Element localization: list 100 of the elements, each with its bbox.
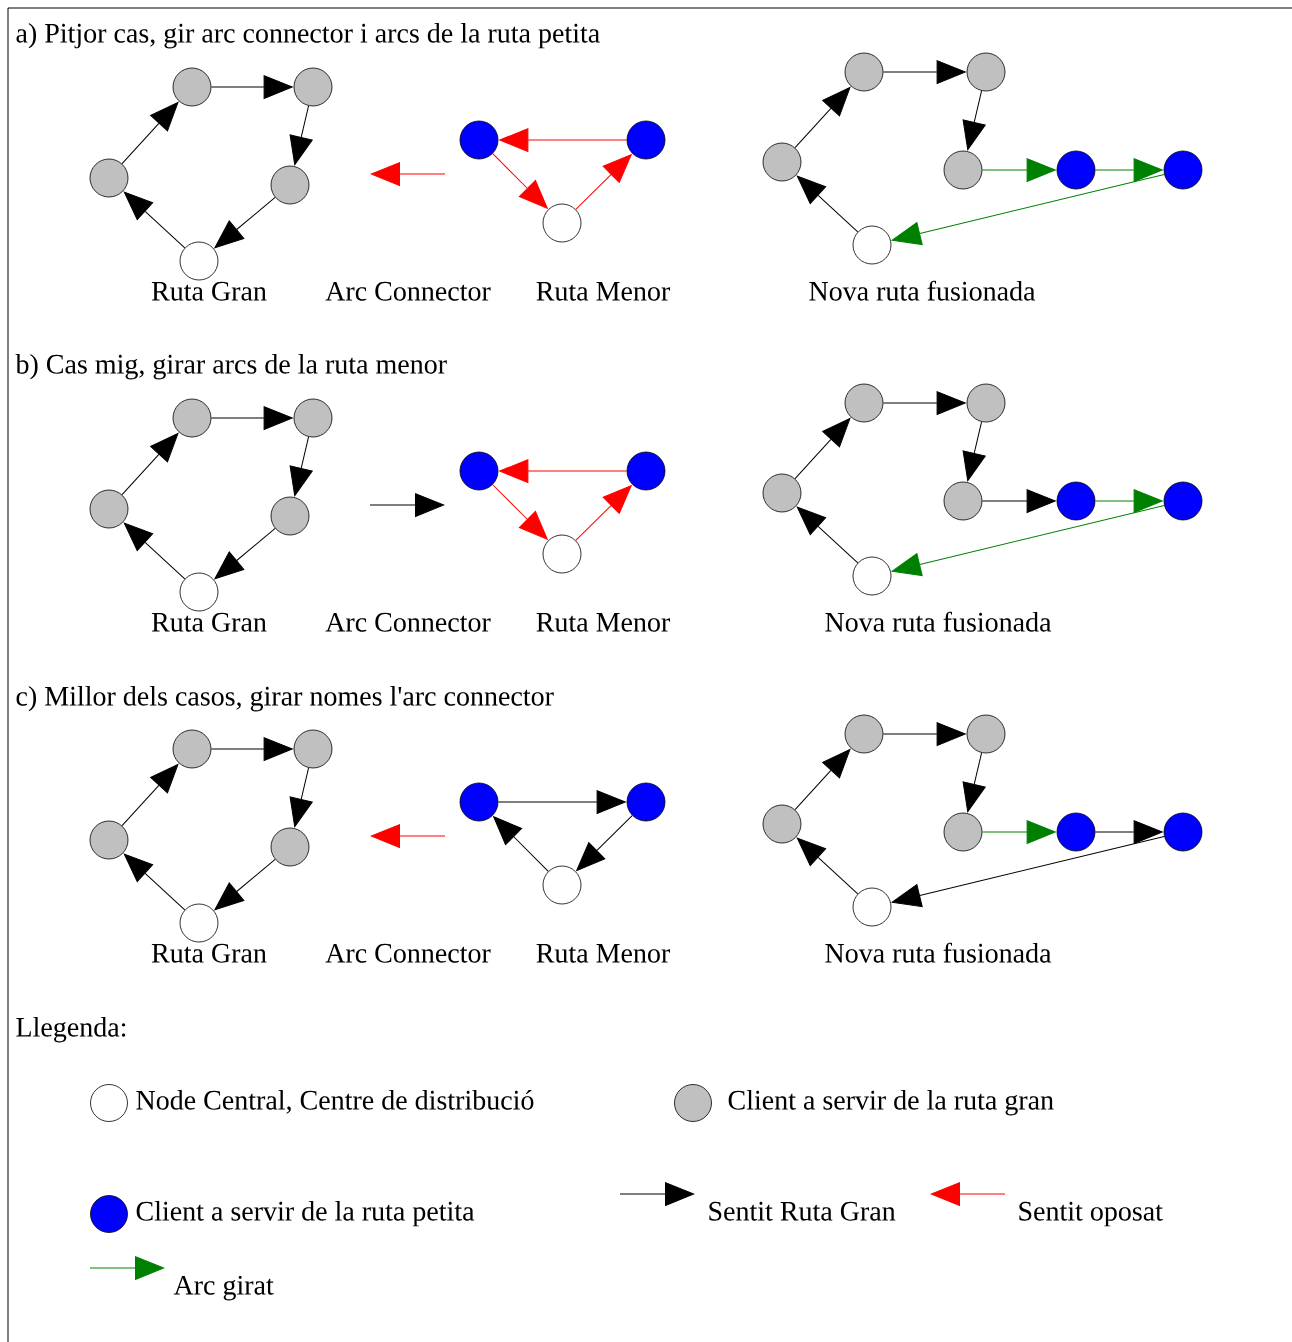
node-circle (293, 67, 333, 107)
node-circle (943, 812, 983, 852)
arrow (1094, 158, 1163, 182)
arrow (214, 858, 276, 911)
arrow (796, 175, 859, 233)
graph-caption: Arc Connector (325, 612, 491, 632)
node-circle (1056, 812, 1096, 852)
node-circle (1163, 150, 1203, 190)
arrow (794, 748, 851, 811)
arrow (981, 489, 1056, 513)
node-circle (844, 52, 884, 92)
node-circle (626, 451, 666, 491)
node-circle (172, 398, 212, 438)
arrow (575, 485, 632, 541)
arrow (289, 105, 313, 166)
arrow (575, 154, 632, 210)
graph-caption: Ruta Gran (151, 943, 267, 963)
arrow (576, 815, 633, 871)
arrow (794, 417, 851, 480)
arrow (121, 432, 179, 496)
arrow (123, 522, 186, 580)
arrow (214, 527, 276, 580)
arrow (492, 484, 548, 540)
node-circle (943, 481, 983, 521)
graph-caption: Ruta Menor (536, 613, 671, 632)
node-circle (179, 903, 219, 943)
node-circle (1056, 150, 1096, 190)
panel-heading: b) Cas mig, girar arcs de la ruta menor (15, 354, 447, 380)
node-circle (1163, 812, 1203, 852)
node-circle (179, 572, 219, 612)
panel-heading: a) Pitjor cas, gir arc connector i arcs de la ruta petita (16, 23, 600, 49)
graph-caption: Arc Connector (325, 281, 491, 301)
arrow (962, 421, 986, 482)
graph-caption: Arc Connector (325, 943, 491, 963)
arrow (794, 86, 851, 149)
node-circle (89, 820, 129, 860)
arrow (123, 191, 186, 249)
arrow (289, 767, 313, 828)
node-circle (626, 120, 666, 160)
legend-label: Arc girat (173, 1275, 274, 1301)
node-circle (89, 489, 129, 529)
arrow (891, 174, 1165, 246)
panel-heading: c) Millor dels casos, girar nomes l'arc connector (16, 686, 554, 712)
node-circle (1163, 481, 1203, 521)
node-circle (293, 729, 333, 769)
node-circle (89, 158, 129, 198)
node-circle (459, 120, 499, 160)
arrow (123, 853, 186, 911)
node-circle (542, 203, 582, 243)
arrow (499, 459, 628, 483)
node-circle (270, 165, 310, 205)
node-circle (762, 804, 802, 844)
node-circle (943, 150, 983, 190)
node-circle (1056, 481, 1096, 521)
arrow (1094, 489, 1163, 513)
arrow (962, 752, 986, 813)
arrow (497, 790, 626, 814)
arrow (882, 391, 966, 415)
node-circle (852, 887, 892, 927)
legend-label: Sentit oposat (1019, 1201, 1163, 1227)
arrow (214, 196, 276, 249)
arrow (882, 60, 966, 84)
node-circle (270, 496, 310, 536)
node-circle (844, 714, 884, 754)
node-circle (852, 225, 892, 265)
node-circle (542, 534, 582, 574)
graph-caption: Nova ruta fusionada (825, 611, 1052, 632)
arrow (499, 128, 628, 152)
arrow (891, 836, 1165, 908)
node-circle (172, 729, 212, 769)
arrow (492, 153, 548, 209)
graph-caption: Ruta Gran (151, 612, 267, 632)
arrow (210, 75, 293, 99)
node-circle (459, 782, 499, 822)
arrow (891, 505, 1165, 577)
node-circle (179, 241, 219, 281)
arrow (796, 506, 859, 564)
node-circle (172, 67, 212, 107)
node-circle (852, 556, 892, 596)
node-circle (626, 782, 666, 822)
arrow (882, 722, 966, 746)
arrow (981, 820, 1056, 844)
node-circle (293, 398, 333, 438)
arrow (981, 158, 1056, 182)
arrow (1094, 820, 1163, 844)
graph-caption: Nova ruta fusionada (809, 280, 1036, 301)
arrow (210, 406, 293, 430)
legend-heading: Llegenda: (16, 1017, 126, 1043)
legend-label: Node Central, Centre de distribució (136, 1089, 534, 1114)
arrow (962, 90, 986, 151)
node-circle (270, 827, 310, 867)
node-circle (762, 142, 802, 182)
arrow (121, 101, 179, 165)
arrow (796, 837, 859, 895)
legend-label: Sentit Ruta Gran (709, 1201, 896, 1221)
graph-caption: Ruta Gran (151, 281, 267, 301)
graph-caption: Ruta Menor (536, 282, 671, 301)
graph-caption: Nova ruta fusionada (825, 942, 1052, 963)
node-circle (966, 714, 1006, 754)
node-circle (966, 52, 1006, 92)
